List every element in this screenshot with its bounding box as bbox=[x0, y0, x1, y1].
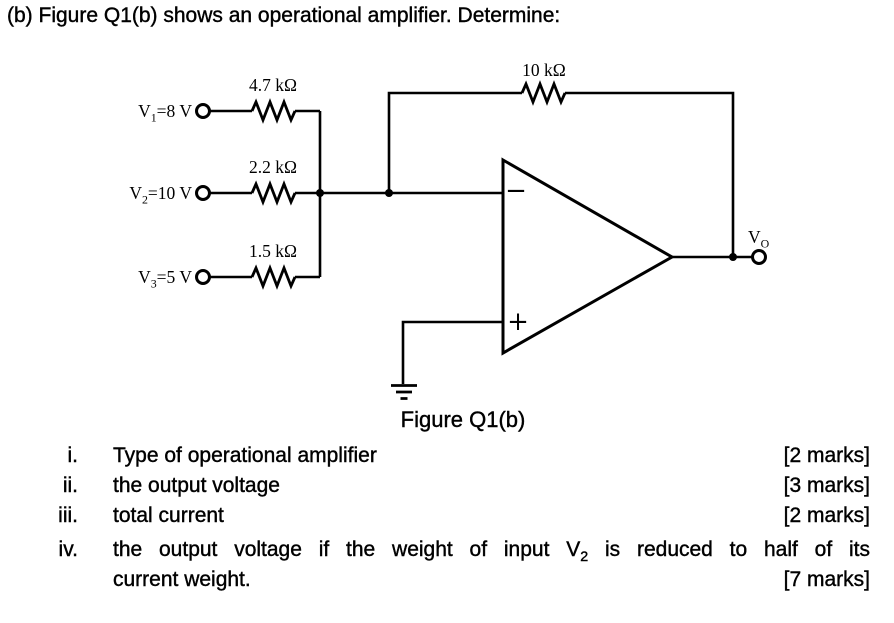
noninverting-input-icon: + bbox=[507, 307, 529, 337]
input-terminal-v2 bbox=[195, 185, 211, 201]
line1-post: is reduced to half of its bbox=[588, 538, 870, 561]
junction-dot-output bbox=[729, 253, 737, 261]
v2-symbol: V bbox=[129, 183, 142, 203]
junction-dot-feedback bbox=[385, 189, 393, 197]
question-text: Type of operational amplifier bbox=[113, 444, 377, 467]
question-text: the output voltage bbox=[113, 474, 280, 497]
input-label-v3: V3=5 V bbox=[42, 266, 192, 291]
line2-text: current weight. bbox=[113, 568, 251, 591]
ground-icon bbox=[391, 384, 417, 400]
question-text-line2: current weight. [7 marks] bbox=[113, 565, 870, 595]
question-row-iii: iii. total current [2 marks] bbox=[0, 501, 870, 531]
line1-pre: the output voltage if the weight of inpu… bbox=[113, 538, 567, 561]
resistor-r2 bbox=[250, 180, 297, 206]
question-list: i. Type of operational amplifier [2 mark… bbox=[0, 441, 870, 595]
v1-symbol: V bbox=[138, 101, 151, 121]
resistor-label-feedback: 10 kΩ bbox=[522, 60, 566, 80]
v2-subscript: 2 bbox=[141, 192, 148, 207]
input-label-v1: V1=8 V bbox=[42, 100, 192, 125]
resistor-r1 bbox=[250, 98, 297, 124]
v2-value: =10 V bbox=[147, 183, 192, 203]
resistor-r3 bbox=[250, 264, 297, 290]
input-terminal-v1 bbox=[195, 103, 211, 119]
question-text-line1: the output voltage if the weight of inpu… bbox=[113, 535, 870, 565]
input-terminal-v3 bbox=[195, 269, 211, 285]
question-body: the output voltage if the weight of inpu… bbox=[113, 535, 870, 595]
input-label-v2: V2=10 V bbox=[42, 182, 192, 207]
junction-dot-bus bbox=[316, 189, 324, 197]
inverting-input-icon: − bbox=[505, 176, 527, 206]
circuit-wires bbox=[210, 91, 752, 384]
resistor-label-r3: 1.5 kΩ bbox=[248, 241, 297, 261]
question-marks: [3 marks] bbox=[783, 474, 870, 497]
output-label-vo: VO bbox=[748, 226, 770, 251]
question-row-i: i. Type of operational amplifier [2 mark… bbox=[0, 441, 870, 471]
question-numeral: i. bbox=[67, 444, 78, 467]
v3-subscript: 3 bbox=[150, 276, 157, 291]
question-text: total current bbox=[113, 504, 224, 527]
resistor-label-r2: 2.2 kΩ bbox=[248, 157, 297, 177]
vo-symbol: V bbox=[748, 227, 761, 247]
output-terminal bbox=[751, 249, 767, 265]
question-row-iv: iv. the output voltage if the weight of … bbox=[0, 535, 870, 595]
v3-symbol: V bbox=[138, 267, 151, 287]
question-numeral: iii. bbox=[58, 504, 78, 527]
resistor-label-r1: 4.7 kΩ bbox=[248, 75, 297, 95]
question-marks: [2 marks] bbox=[783, 444, 870, 467]
opamp-triangle bbox=[501, 157, 676, 356]
v2-symbol-inline: V bbox=[566, 538, 581, 561]
vo-subscript: O bbox=[760, 236, 770, 251]
v1-subscript: 1 bbox=[150, 110, 157, 125]
question-numeral: iv. bbox=[58, 538, 78, 561]
resistor-feedback bbox=[520, 80, 567, 106]
question-numeral: ii. bbox=[62, 474, 79, 497]
figure-caption: Figure Q1(b) bbox=[400, 407, 526, 432]
v2-subscript-inline: 2 bbox=[580, 549, 589, 566]
v1-value: =8 V bbox=[156, 101, 192, 121]
v3-value: =5 V bbox=[156, 267, 192, 287]
question-marks: [2 marks] bbox=[783, 504, 870, 527]
question-row-ii: ii. the output voltage [3 marks] bbox=[0, 471, 871, 501]
question-marks: [7 marks] bbox=[783, 568, 870, 591]
question-header: (b) Figure Q1(b) shows an operational am… bbox=[7, 4, 561, 27]
